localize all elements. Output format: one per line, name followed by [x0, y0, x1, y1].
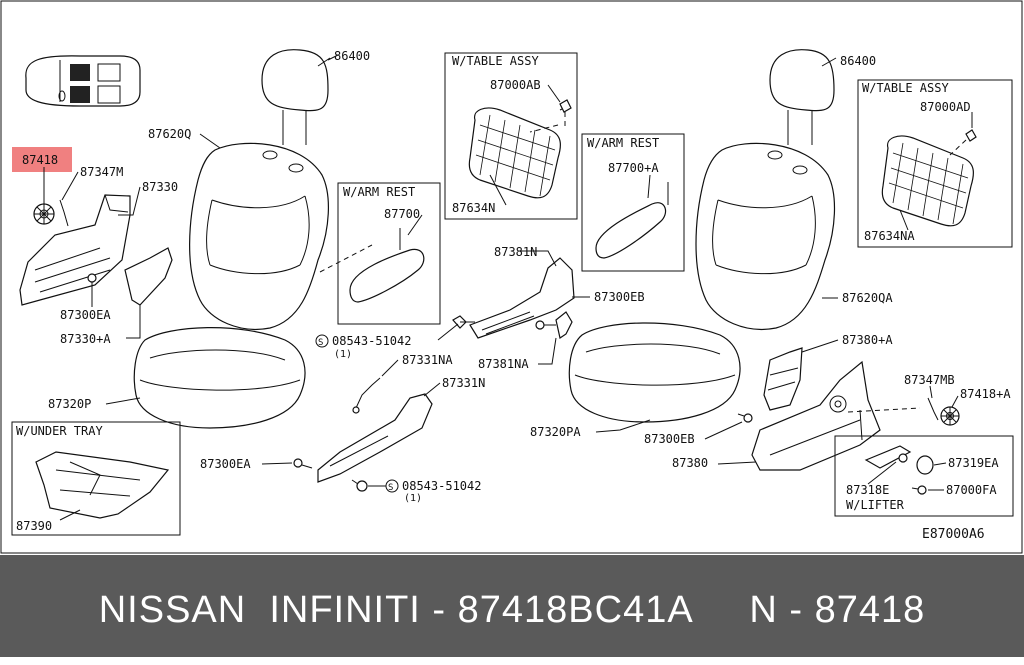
seat-cushion-left [133, 327, 306, 429]
label-87331na[interactable]: 87331NA [402, 353, 453, 367]
headrest-left [261, 49, 339, 145]
bolt-87300ea-mid-icon [293, 458, 313, 469]
table-box-right [857, 79, 1013, 248]
screw-08543-top-icon [452, 315, 475, 329]
label-86400-left[interactable]: 86400 [334, 49, 370, 63]
under-tray-box-title: W/UNDER TRAY [16, 424, 103, 438]
label-87000fa[interactable]: 87000FA [946, 483, 997, 497]
diagram-border [0, 0, 1023, 554]
footer-banner: NISSAN INFINITI - 87418BC41A N - 87418 [0, 555, 1024, 657]
selected-part-highlight [12, 147, 72, 172]
label-87300eb[interactable]: 87300EB [594, 290, 645, 304]
recliner-cover-left [19, 194, 131, 306]
bolt-87300eb-right-icon [737, 413, 753, 423]
screw-08543-bottom-icon [351, 479, 368, 492]
screw-s-mark: S [318, 338, 323, 348]
armrest-box-left-title: W/ARM REST [343, 185, 415, 199]
screw-symbol-bottom-icon [385, 479, 399, 493]
clip-87381na [555, 311, 573, 339]
diagram-panel: 87418 87347M 87330 87300EA 87330+A 87620… [0, 0, 1024, 555]
label-87319ea[interactable]: 87319EA [948, 456, 999, 470]
armrest-box-right [581, 133, 685, 272]
seat-back-left [189, 142, 329, 330]
label-87330[interactable]: 87330 [142, 180, 178, 194]
label-87700a[interactable]: 87700+A [608, 161, 659, 175]
knob-right-icon [940, 406, 960, 426]
label-87347mb[interactable]: 87347MB [904, 373, 955, 387]
label-87330a[interactable]: 87330+A [60, 332, 111, 346]
headrest-right [769, 49, 835, 145]
label-08543-bottom-qty: (1) [404, 493, 422, 504]
under-tray-box [11, 421, 181, 536]
label-87320pa[interactable]: 87320PA [530, 425, 581, 439]
label-87418[interactable]: 87418 [22, 153, 58, 167]
label-87418a[interactable]: 87418+A [960, 387, 1011, 401]
table-tray-left [468, 107, 561, 199]
bracket-87380a [763, 347, 803, 411]
seat-parts-diagram: 87418 87347M 87330 87300EA 87330+A 87620… [0, 0, 1023, 554]
lifter-ring [916, 455, 934, 475]
label-08543-top[interactable]: 08543-51042 [332, 334, 411, 348]
label-87347m[interactable]: 87347M [80, 165, 123, 179]
seat-back-right [695, 142, 836, 330]
lifter-box-title: W/LIFTER [846, 498, 905, 512]
clip-87347mb [927, 397, 939, 421]
lifter-handle [864, 445, 912, 469]
label-87300ea-mid[interactable]: 87300EA [200, 457, 251, 471]
label-86400-right[interactable]: 86400 [840, 54, 876, 68]
label-87320p[interactable]: 87320P [48, 397, 91, 411]
label-87634na[interactable]: 87634NA [864, 229, 915, 243]
part-number-title: NISSAN INFINITI - 87418BC41A N - 87418 [98, 589, 926, 631]
diagram-code: E87000A6 [922, 527, 985, 542]
armrest-box-right-title: W/ARM REST [587, 136, 659, 150]
seat-cushion-right [568, 322, 741, 423]
bracket-87381n [469, 257, 575, 339]
label-87318e[interactable]: 87318E [846, 483, 889, 497]
armrest-left [349, 248, 425, 303]
armrest-box-left [337, 182, 441, 325]
table-box-left [444, 52, 578, 220]
label-08543-bottom[interactable]: 08543-51042 [402, 479, 481, 493]
table-tray-right [881, 135, 974, 227]
car-locator-icon [25, 55, 141, 107]
bracket-87330a [124, 247, 173, 306]
screw-87000ad-icon [965, 129, 977, 142]
label-87000ab[interactable]: 87000AB [490, 78, 541, 92]
clip-87347m [59, 199, 69, 227]
knob-icon [33, 203, 55, 225]
label-87300eb-right[interactable]: 87300EB [644, 432, 695, 446]
lifter-box [834, 435, 1014, 517]
label-87381n[interactable]: 87381N [494, 245, 537, 259]
screw-symbol-icon [315, 334, 329, 348]
cover-87331n [317, 393, 433, 483]
under-tray [35, 451, 170, 519]
lever-87331na [355, 377, 381, 409]
label-08543-top-qty: (1) [334, 349, 352, 360]
label-87300ea-left[interactable]: 87300EA [60, 308, 111, 322]
table-box-left-title: W/TABLE ASSY [452, 54, 539, 68]
armrest-right [595, 202, 667, 259]
bolt-87300eb-icon [535, 320, 556, 330]
label-87390[interactable]: 87390 [16, 519, 52, 533]
label-87380a[interactable]: 87380+A [842, 333, 893, 347]
screw-s-mark-bottom: S [388, 483, 393, 493]
screw-87000ab-icon [559, 99, 572, 113]
label-87634n[interactable]: 87634N [452, 201, 495, 215]
label-87000ad[interactable]: 87000AD [920, 100, 971, 114]
label-87700[interactable]: 87700 [384, 207, 420, 221]
bolt-87000fa-icon [911, 485, 927, 495]
label-87380[interactable]: 87380 [672, 456, 708, 470]
label-87620q[interactable]: 87620Q [148, 127, 191, 141]
label-87381na[interactable]: 87381NA [478, 357, 529, 371]
table-box-right-title: W/TABLE ASSY [862, 81, 949, 95]
leader-lines [43, 57, 973, 521]
label-87331n[interactable]: 87331N [442, 376, 485, 390]
recliner-cover-right [751, 360, 881, 471]
label-87620qa[interactable]: 87620QA [842, 291, 893, 305]
bolt-left-icon [87, 273, 97, 292]
